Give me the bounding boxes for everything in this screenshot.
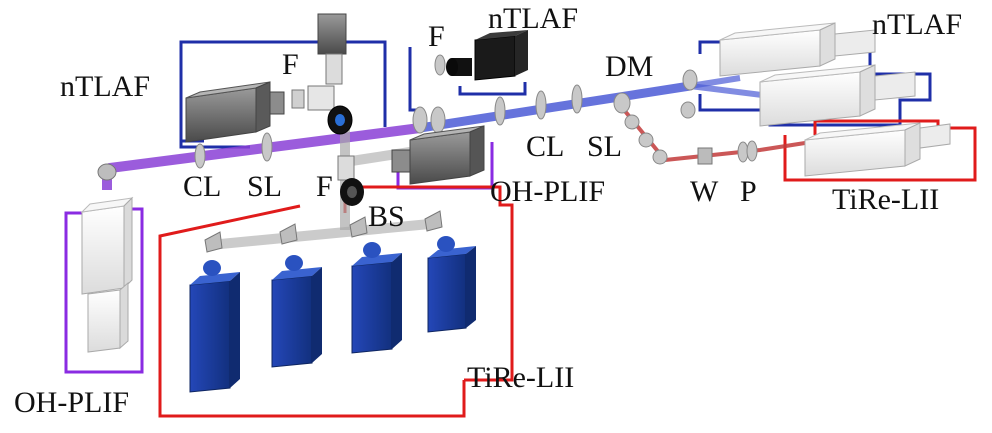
laser-ohplif-left [80,196,134,353]
bs-splitter-2 [279,223,298,245]
ntlaf-top-outline [408,47,420,112]
detector-tire-3 [351,242,402,354]
filter-top [434,54,446,76]
label-tire-lii-bottom: TiRe-LII [467,361,575,394]
polarizer-p-1 [737,141,749,163]
label-ntlaf-right: nTLAF [872,8,962,41]
label-sl-left: SL [247,170,283,203]
label-ohplif-mid: OH-PLIF [490,175,606,208]
label-cl-mid: CL [526,130,565,163]
detector-tire-2 [271,255,322,368]
label-w: W [690,175,719,208]
mirror-mid-1 [412,106,428,134]
laser-tire-right [804,122,951,177]
label-ntlaf-top: nTLAF [488,2,578,35]
camera-ntlaf-top [446,30,528,81]
lens-pair-mid-1 [535,90,547,120]
tire-bottom-outline-2 [158,204,466,418]
ntlaf-top-outline-2 [458,82,527,96]
waveplate-w [697,147,713,165]
label-f-top-left: F [282,48,299,81]
filter-cube-top-left [291,13,353,135]
label-cl-left: CL [183,170,222,203]
ohplif-left-outline [64,207,144,374]
bs-splitter-4 [424,210,443,232]
ntlaf-left-outline-bottom [179,141,250,149]
label-ohplif-left: OH-PLIF [14,386,130,419]
detection-path-horizontal [209,218,441,250]
camera-ohplif-mid [391,125,485,185]
red-mirror-1 [624,114,640,130]
red-mirror-2 [638,132,654,148]
label-ntlaf-left: nTLAF [60,70,150,103]
camera-bottom-f [337,155,364,206]
mirror-mid-2 [430,106,446,134]
lens-sl-mid [571,84,583,114]
lens-cl-mid [494,96,506,126]
label-tire-lii-right: TiRe-LII [832,183,940,216]
laser-ntlaf-right-2 [759,64,916,127]
laser-ntlaf-right-1 [719,22,876,77]
detector-tire-1 [189,260,240,393]
tire-right-outline [783,119,977,182]
red-mirror-3 [652,149,668,165]
label-dm: DM [605,50,654,83]
label-p: P [740,175,757,208]
label-sl-mid: SL [587,130,623,163]
lens-sl-left [261,132,273,162]
camera-ntlaf-left [185,81,285,143]
bs-splitter-3 [349,216,368,238]
dm-mirror [613,92,631,114]
detector-tire-4 [427,236,476,333]
mirror-start [97,163,117,181]
blue-beam-main [419,81,691,133]
polarizer-p-2 [746,140,758,162]
label-f-top-mid: F [428,20,445,53]
dm-right-mirror-1 [682,69,698,91]
label-bs: BS [368,200,405,233]
blue-beam-branch-lower [689,83,771,99]
dm-right-mirror-2 [680,101,696,119]
label-f-bottom: F [316,170,333,203]
bs-splitter-1 [204,231,223,253]
lens-cl-left [194,143,206,169]
